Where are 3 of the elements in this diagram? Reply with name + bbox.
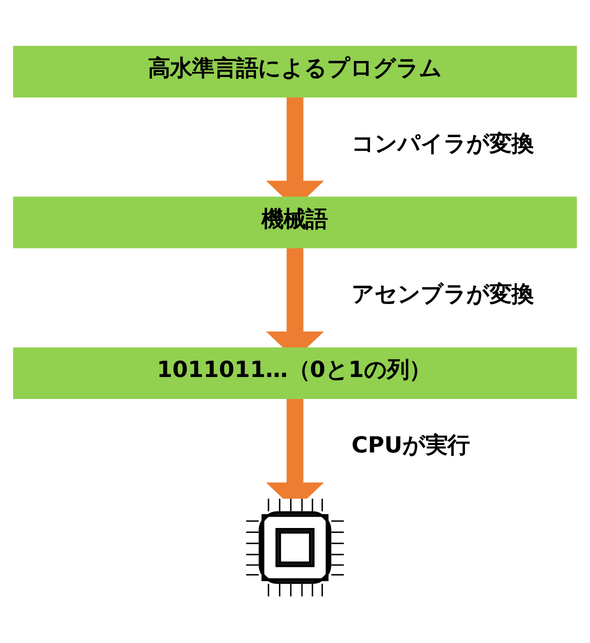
edge-label: アセンブラが変換	[352, 282, 534, 308]
edge-label: CPUが実行	[352, 432, 470, 458]
edge-label: コンパイラが変換	[352, 130, 534, 157]
